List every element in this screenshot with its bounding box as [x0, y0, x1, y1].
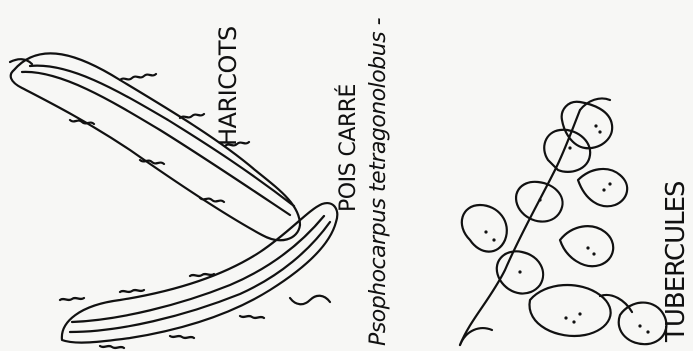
tuber-stem	[460, 110, 580, 345]
tuber-cluster	[460, 98, 666, 345]
pois-carre-label: POIS CARRÉ	[336, 84, 361, 212]
haricots-label: HARICOTS	[214, 26, 242, 146]
scientific-name-label: Psophocarpus tetragonolobus -	[366, 18, 391, 346]
tubercules-label: TUBERCULES	[661, 181, 691, 342]
